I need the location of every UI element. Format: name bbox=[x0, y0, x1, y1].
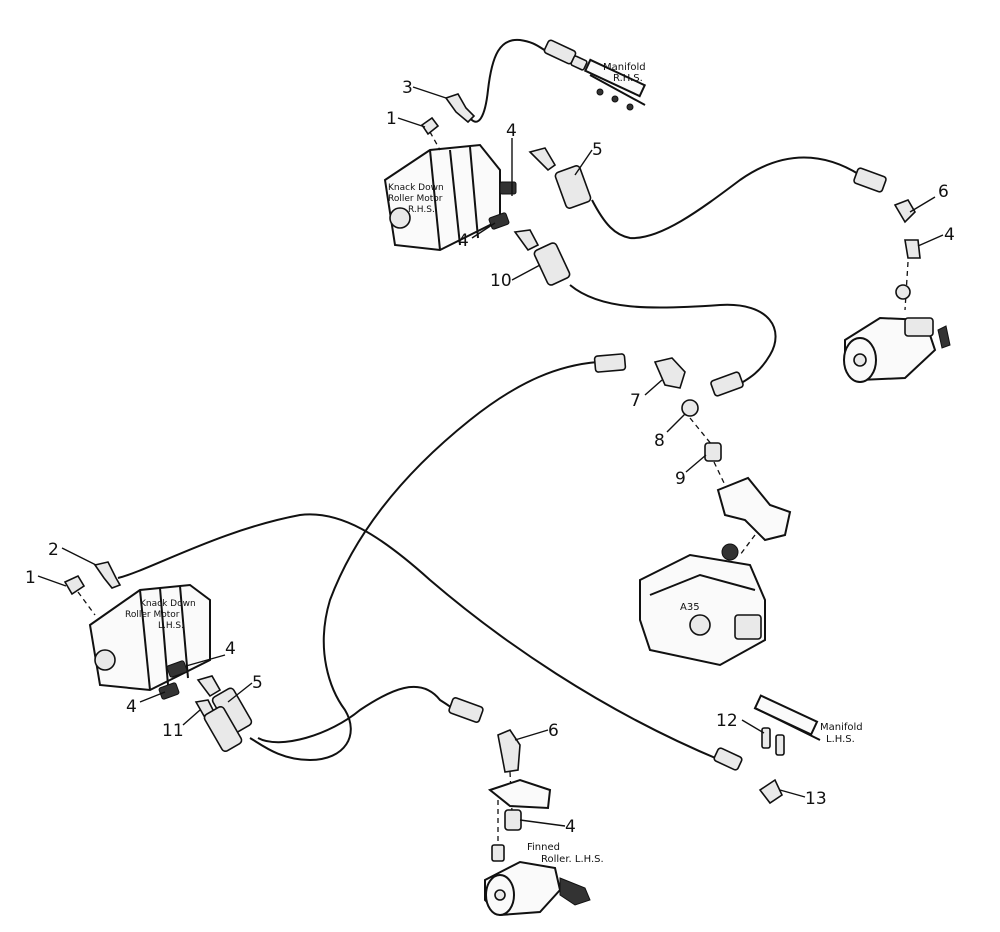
hose-7-long bbox=[249, 361, 599, 762]
finned-roller-rhs bbox=[843, 167, 951, 383]
callout-11: 11 bbox=[162, 721, 184, 741]
knock-down-motor-lhs: Knack Down Roller Motor L.H.S. bbox=[88, 583, 211, 692]
finned-roller-label-1: Finned bbox=[527, 842, 560, 853]
hose-to-manifold-rhs bbox=[469, 38, 549, 123]
callout-4-lower-right: 4 bbox=[225, 639, 236, 659]
motor-lhs-label-2: Roller Motor bbox=[125, 610, 180, 620]
motor-lhs-label-3: L.H.S. bbox=[158, 621, 184, 631]
motor-rhs-label-2: Roller Motor bbox=[388, 194, 443, 204]
callout-5-lower: 5 bbox=[252, 673, 263, 693]
finned-roller-label-2: Roller. L.H.S. bbox=[541, 854, 604, 865]
callout-4-upper: 4 bbox=[506, 121, 517, 141]
control-valve-a35: A35 bbox=[639, 543, 766, 667]
callout-2: 2 bbox=[48, 540, 59, 560]
callout-1-lower: 1 bbox=[25, 568, 36, 588]
motor-rhs-label-3: R.H.S. bbox=[408, 205, 435, 215]
callout-13: 13 bbox=[805, 789, 827, 809]
finned-roller-lhs: Finned Roller. L.H.S. bbox=[448, 697, 604, 917]
manifold-rhs: Manifold R.H.S. bbox=[543, 39, 647, 111]
callout-10: 10 bbox=[490, 271, 512, 291]
hose-5-upper bbox=[591, 156, 861, 240]
manifold-lhs-label: Manifold bbox=[820, 722, 863, 733]
fittings-7-8-9 bbox=[593, 353, 792, 556]
manifold-rhs-side-label: R.H.S. bbox=[613, 73, 643, 84]
fittings-rhs-motor bbox=[488, 147, 592, 286]
callout-1-upper: 1 bbox=[386, 109, 397, 129]
motor-rhs-label-1: Knack Down bbox=[388, 183, 444, 193]
leader-lines bbox=[37, 86, 944, 827]
hoses bbox=[117, 38, 861, 762]
callout-5-upper: 5 bbox=[592, 140, 603, 160]
hose-2-to-manifold-lhs bbox=[117, 513, 721, 761]
manifold-lhs: Manifold L.H.S. bbox=[713, 694, 863, 805]
callout-4-right: 4 bbox=[944, 225, 955, 245]
callout-4-lower-left: 4 bbox=[126, 697, 137, 717]
callout-3: 3 bbox=[402, 78, 413, 98]
callout-8: 8 bbox=[654, 431, 665, 451]
hose-5-lower bbox=[257, 685, 456, 744]
callout-4-middle: 4 bbox=[458, 231, 469, 251]
manifold-rhs-label: Manifold bbox=[603, 62, 646, 73]
callout-12: 12 bbox=[716, 711, 738, 731]
valve-label: A35 bbox=[680, 602, 700, 613]
callout-4-bottom: 4 bbox=[565, 817, 576, 837]
knock-down-motor-rhs: Knack Down Roller Motor R.H.S. bbox=[383, 143, 501, 252]
callout-7: 7 bbox=[630, 391, 641, 411]
fittings-1-2-lhs bbox=[63, 561, 122, 616]
callout-6-upper: 6 bbox=[938, 182, 949, 202]
callout-9: 9 bbox=[675, 469, 686, 489]
fittings-1-3-rhs bbox=[420, 93, 476, 151]
callout-6-lower: 6 bbox=[548, 721, 559, 741]
manifold-lhs-side-label: L.H.S. bbox=[826, 734, 855, 745]
callout-numbers: 1 3 4 5 6 4 4 10 7 8 9 2 1 4 5 4 11 6 4 … bbox=[25, 78, 955, 837]
motor-lhs-label-1: Knack Down bbox=[140, 599, 196, 609]
fittings-lhs-motor bbox=[158, 660, 253, 753]
hose-10 bbox=[569, 284, 777, 386]
